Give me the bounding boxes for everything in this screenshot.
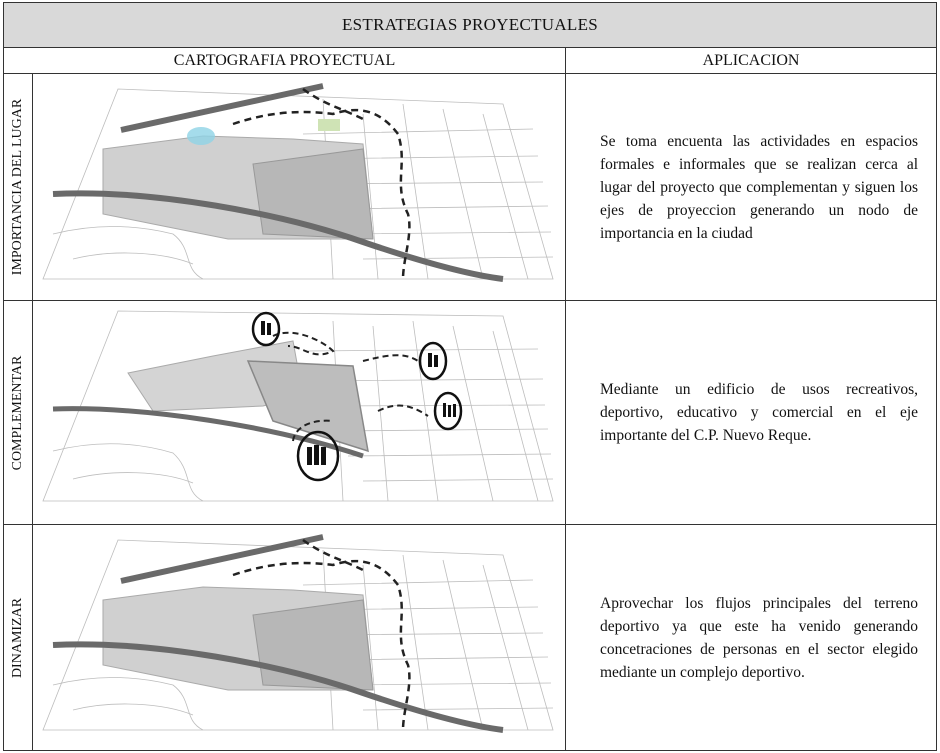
column-header-cartografia: CARTOGRAFIA PROYECTUAL — [3, 47, 566, 74]
map-cell — [32, 524, 566, 751]
site-map-complementar — [42, 310, 554, 502]
site-map-dinamizar — [42, 534, 554, 733]
column-header-aplicacion: APLICACION — [564, 47, 938, 74]
row-label: COMPLEMENTAR — [10, 355, 25, 470]
row-text: Se toma encuenta las actividades en espa… — [564, 73, 938, 301]
row-text: Aprovechar los flujos principales del te… — [564, 524, 938, 751]
table-row: COMPLEMENTAR — [3, 300, 938, 525]
map-cell — [32, 73, 566, 301]
row-label-cell: COMPLEMENTAR — [3, 300, 33, 525]
row-label: DINAMIZAR — [10, 597, 25, 678]
site-map-importancia — [42, 83, 554, 282]
table-title: ESTRATEGIAS PROYECTUALES — [2, 2, 938, 48]
table-row: IMPORTANCIA DEL LUGAR — [3, 73, 938, 301]
row-label: IMPORTANCIA DEL LUGAR — [10, 98, 25, 276]
row-label-cell: IMPORTANCIA DEL LUGAR — [3, 73, 33, 301]
map-cell — [32, 300, 566, 525]
row-label-cell: DINAMIZAR — [3, 524, 33, 751]
table-row: DINAMIZAR Aprovechar los flujos principa — [3, 524, 938, 751]
row-text: Mediante un edificio de usos recreativos… — [564, 300, 938, 525]
